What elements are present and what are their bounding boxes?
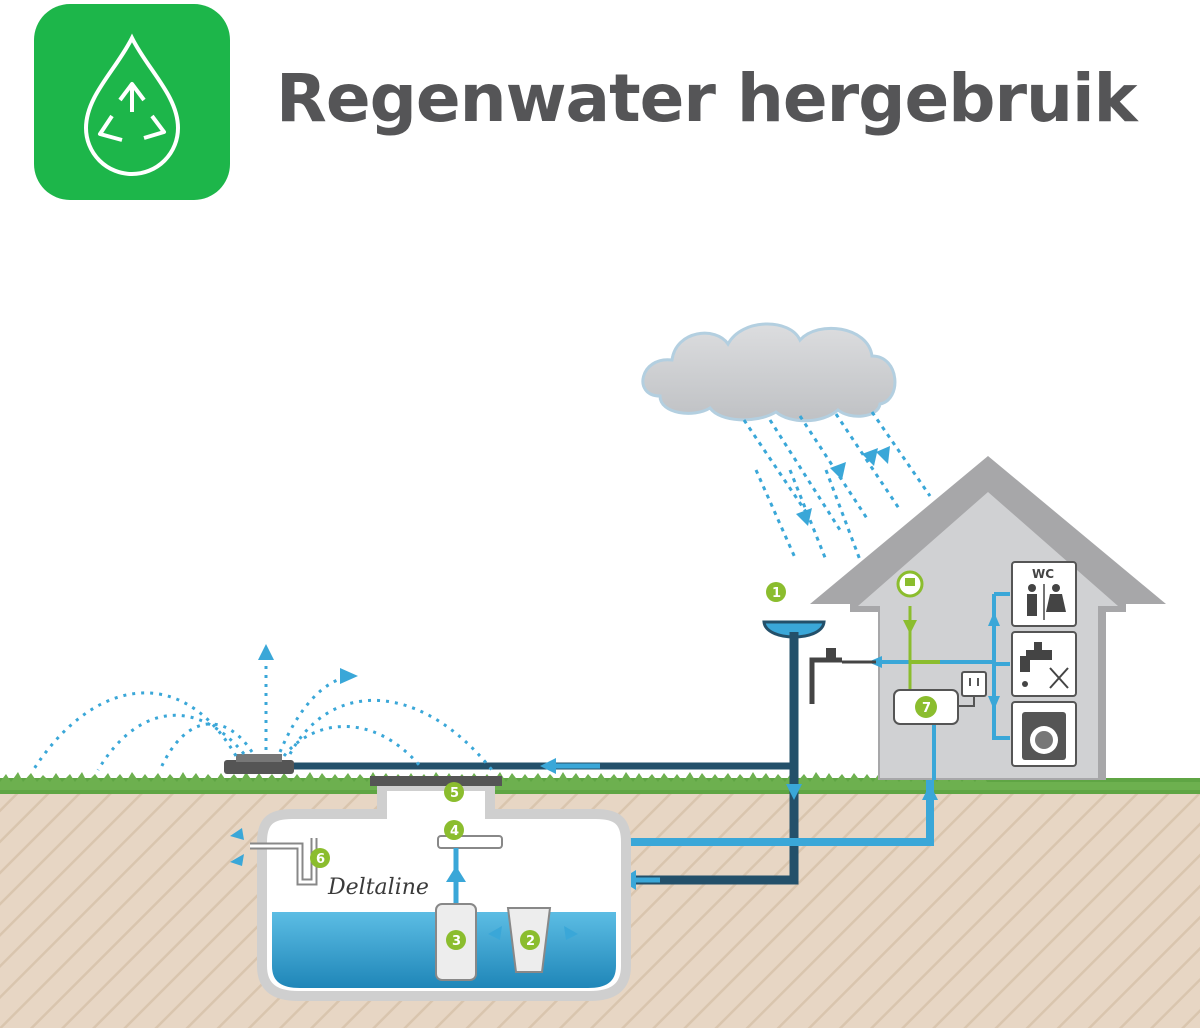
marker-4: 4 xyxy=(450,824,459,839)
overflow-arrows xyxy=(230,828,244,866)
mains-arrow xyxy=(903,620,917,634)
power-socket-icon xyxy=(958,671,987,707)
marker-2: 2 xyxy=(526,934,535,949)
marker-6: 6 xyxy=(316,852,325,867)
rainwater-reuse-diagram: WC xyxy=(0,322,1200,1028)
house xyxy=(810,456,1166,780)
marker-7: 7 xyxy=(922,701,931,716)
rain-arrows xyxy=(796,446,890,526)
control-unit: 7 xyxy=(893,689,959,725)
rain-cloud xyxy=(641,322,897,423)
pump-arrow xyxy=(446,866,466,882)
washing-machine-icon xyxy=(1011,701,1077,767)
grass xyxy=(0,772,1200,794)
marker-5-badge: 5 xyxy=(444,782,464,802)
sprinkler xyxy=(224,754,294,774)
overflow-siphon: 6 xyxy=(250,838,330,886)
marker-1: 1 xyxy=(772,586,781,601)
gutter: 1 xyxy=(762,582,826,639)
wc-icon: WC xyxy=(1011,561,1077,627)
faucet-icon xyxy=(1011,631,1077,697)
filter-basket: 2 xyxy=(506,907,552,973)
manhole-lid xyxy=(370,776,502,786)
page-title: Regenwater hergebruik xyxy=(276,60,1138,137)
irrigation-arrow xyxy=(540,758,556,774)
spray-arrows xyxy=(258,644,358,684)
outdoor-tap-icon xyxy=(809,648,876,704)
brand-label: Deltaline xyxy=(327,875,429,900)
sprinkler-spray xyxy=(30,652,494,773)
raindrop-recycle-icon xyxy=(34,4,230,200)
marker-5: 5 xyxy=(450,786,459,801)
marker-3: 3 xyxy=(452,934,461,949)
pump: 3 xyxy=(435,903,477,981)
filter-arrows xyxy=(488,926,578,940)
mains-tap-icon xyxy=(896,570,924,598)
suction-hose: 4 xyxy=(437,820,503,849)
wc-label: WC xyxy=(1032,567,1054,581)
